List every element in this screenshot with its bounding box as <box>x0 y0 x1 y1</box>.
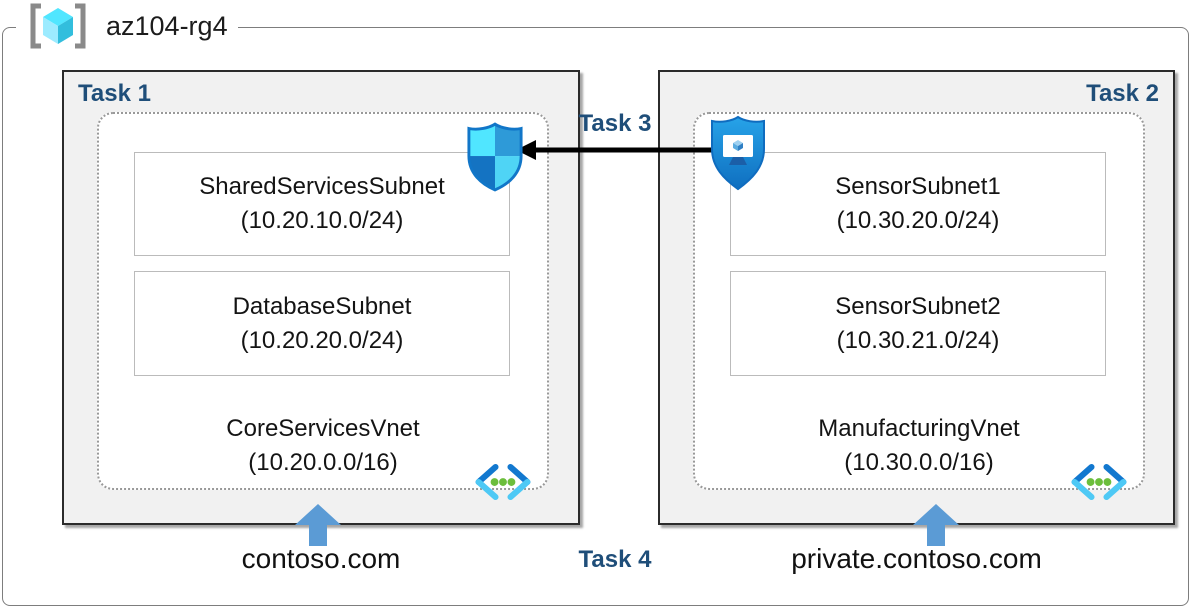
task-4-label: Task 4 <box>578 546 652 573</box>
subnet-sharedservices: SharedServicesSubnet (10.20.10.0/24) <box>134 152 510 256</box>
task-1-label: Task 1 <box>78 80 151 107</box>
peering-arrow <box>516 140 712 160</box>
up-arrow-icon <box>913 504 959 546</box>
vnet-boundary-coreservices: SharedServicesSubnet (10.20.10.0/24) Dat… <box>97 112 549 501</box>
dns-domain-contoso: contoso.com <box>241 543 401 574</box>
resource-group-header: az104-rg4 <box>16 0 238 52</box>
up-arrow-icon <box>295 504 341 546</box>
resource-group-icon <box>30 3 86 49</box>
task-3-label: Task 3 <box>578 110 652 137</box>
vnet-name-text: ManufacturingVnet <box>818 415 1020 442</box>
subnet-cidr: (10.30.21.0/24) <box>836 326 1000 354</box>
subnet-sensor1: SensorSubnet1 (10.30.20.0/24) <box>730 152 1106 256</box>
subnet-sensor2: SensorSubnet2 (10.30.21.0/24) <box>730 271 1106 376</box>
virtual-network-icon <box>1071 463 1127 501</box>
subnet-cidr: (10.20.20.0/24) <box>240 326 404 354</box>
subnet-name: SharedServicesSubnet <box>199 173 445 200</box>
subnet-name: SensorSubnet1 <box>835 173 1001 200</box>
application-security-group-icon <box>711 115 765 191</box>
resource-group-boundary <box>2 27 1189 606</box>
subnet-name: SensorSubnet2 <box>835 292 1001 320</box>
resource-group-name: az104-rg4 <box>106 10 228 41</box>
subnet-name: DatabaseSubnet <box>232 292 412 320</box>
vnet-boundary-manufacturing: SensorSubnet1 (10.30.20.0/24) SensorSubn… <box>693 112 1145 501</box>
subnet-cidr: (10.20.10.0/24) <box>240 207 404 234</box>
vnet-address-space: (10.30.0.0/16) <box>844 449 994 476</box>
subnet-database: DatabaseSubnet (10.20.20.0/24) <box>134 271 510 376</box>
dns-domain-private-contoso: private.contoso.com <box>791 543 1042 574</box>
vnet-name-text: CoreServicesVnet <box>226 415 420 442</box>
vnet-address-space: (10.20.0.0/16) <box>248 449 398 476</box>
subnet-cidr: (10.30.20.0/24) <box>836 207 1000 234</box>
vnet-name-manufacturing: ManufacturingVnet (10.30.0.0/16) <box>695 412 1143 480</box>
virtual-network-icon <box>475 463 531 501</box>
task-2-label: Task 2 <box>1086 80 1159 107</box>
vnet-name-coreservices: CoreServicesVnet (10.20.0.0/16) <box>99 412 547 480</box>
network-security-group-icon <box>467 122 523 192</box>
